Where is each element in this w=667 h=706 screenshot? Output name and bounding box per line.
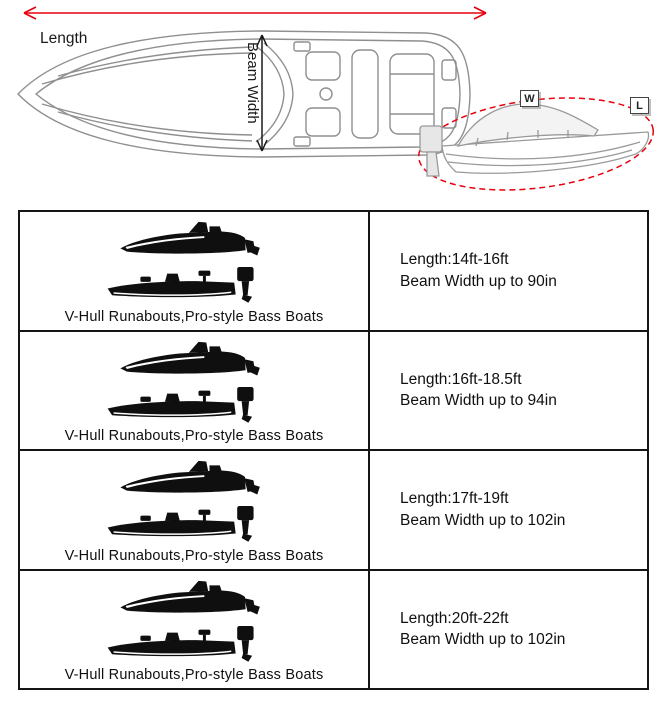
table-row: V-Hull Runabouts,Pro-style Bass Boats Le… — [20, 212, 647, 332]
table-row: V-Hull Runabouts,Pro-style Bass Boats Le… — [20, 570, 647, 689]
bass-boat-silhouette-icon — [107, 267, 254, 304]
length-spec: Length:14ft-16ft — [400, 251, 509, 269]
bass-boat-silhouette-icon — [107, 386, 254, 423]
runabout-silhouette-icon — [120, 341, 260, 375]
boat-top-view — [17, 30, 471, 158]
length-tag: L — [630, 97, 649, 114]
size-cell: Length:14ft-16ft Beam Width up to 90in — [370, 212, 647, 330]
beam-spec: Beam Width up to 90in — [400, 272, 557, 290]
runabout-silhouette-icon — [120, 580, 260, 614]
length-label: Length — [40, 30, 87, 47]
size-cell: Length:17ft-19ft Beam Width up to 102in — [370, 451, 647, 569]
boat-types-caption: V-Hull Runabouts,Pro-style Bass Boats — [64, 547, 324, 564]
runabout-silhouette-icon — [120, 221, 260, 256]
boat-top-view-diagram: Length Beam Width — [17, 6, 487, 158]
boat-types-caption: V-Hull Runabouts,Pro-style Bass Boats — [64, 667, 324, 683]
size-cell: Length:20ft-22ft Beam Width up to 102in — [370, 571, 647, 689]
beam-spec: Beam Width up to 94in — [400, 392, 557, 410]
beam-width-label: Beam Width — [244, 42, 261, 124]
length-spec: Length:20ft-22ft — [400, 609, 509, 627]
table-row: V-Hull Runabouts,Pro-style Bass Boats Le… — [20, 331, 647, 451]
boat-types-cell: V-Hull Runabouts,Pro-style Bass Boats — [20, 331, 370, 449]
size-cell: Length:16ft-18.5ft Beam Width up to 94in — [370, 332, 647, 450]
width-tag: W — [520, 90, 539, 107]
bass-boat-silhouette-icon — [107, 506, 254, 543]
beam-spec: Beam Width up to 102in — [400, 511, 566, 529]
length-arrow — [23, 6, 487, 20]
length-spec: Length:17ft-19ft — [400, 490, 509, 508]
boat-types-cell: V-Hull Runabouts,Pro-style Bass Boats — [20, 570, 370, 688]
size-chart-table: V-Hull Runabouts,Pro-style Bass Boats Le… — [18, 210, 649, 690]
beam-spec: Beam Width up to 102in — [400, 631, 566, 649]
length-spec: Length:16ft-18.5ft — [400, 370, 522, 388]
table-row: V-Hull Runabouts,Pro-style Bass Boats Le… — [20, 451, 647, 571]
boat-types-cell: V-Hull Runabouts,Pro-style Bass Boats — [20, 212, 370, 330]
runabout-silhouette-icon — [120, 460, 260, 495]
covered-boat-drawing — [418, 97, 654, 191]
bass-boat-silhouette-icon — [107, 625, 254, 662]
boat-types-caption: V-Hull Runabouts,Pro-style Bass Boats — [64, 308, 324, 325]
boat-types-cell: V-Hull Runabouts,Pro-style Bass Boats — [20, 451, 370, 569]
covered-boat — [419, 103, 650, 177]
beam-width-arrow — [256, 34, 268, 152]
covered-boat-illustration: W L — [406, 90, 660, 206]
boat-types-caption: V-Hull Runabouts,Pro-style Bass Boats — [64, 428, 324, 444]
